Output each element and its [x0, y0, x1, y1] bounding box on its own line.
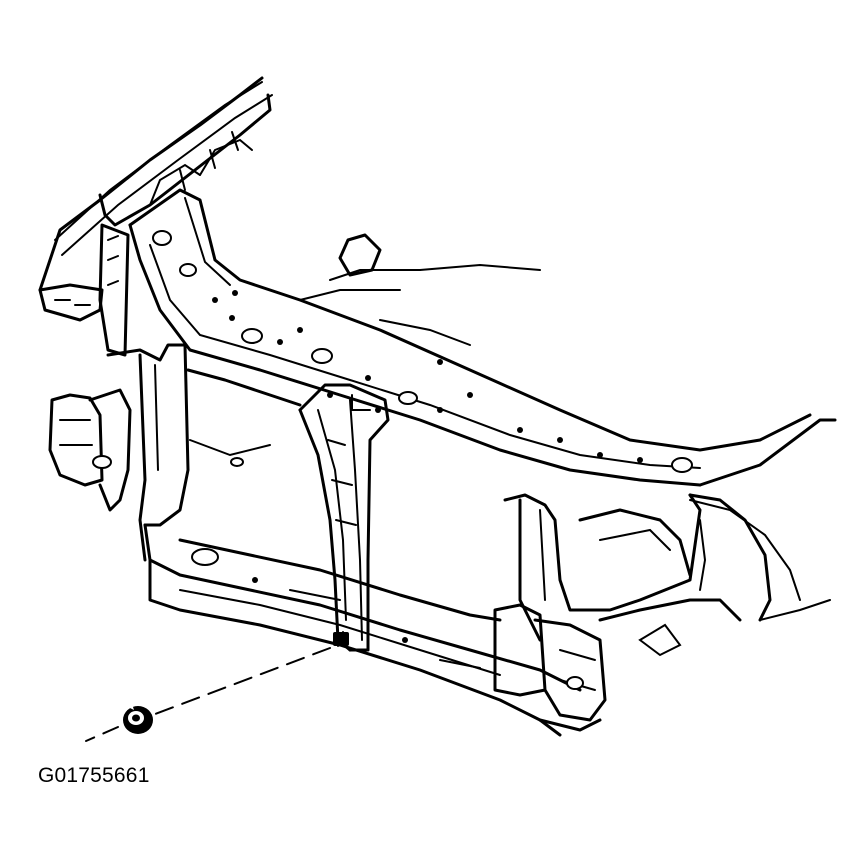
figure-id-label: G01755661 — [38, 764, 150, 787]
hood-panel — [38, 76, 273, 357]
upper-tie-bar — [128, 188, 812, 487]
center-brace — [298, 383, 390, 652]
bolt-stud — [333, 631, 349, 647]
flange-nut-icon — [123, 704, 153, 734]
right-side-support — [493, 493, 772, 732]
lower-tie-bar — [143, 523, 582, 737]
installation-leader-line — [85, 647, 331, 742]
engine-background — [299, 233, 837, 621]
left-side-support — [48, 343, 302, 562]
